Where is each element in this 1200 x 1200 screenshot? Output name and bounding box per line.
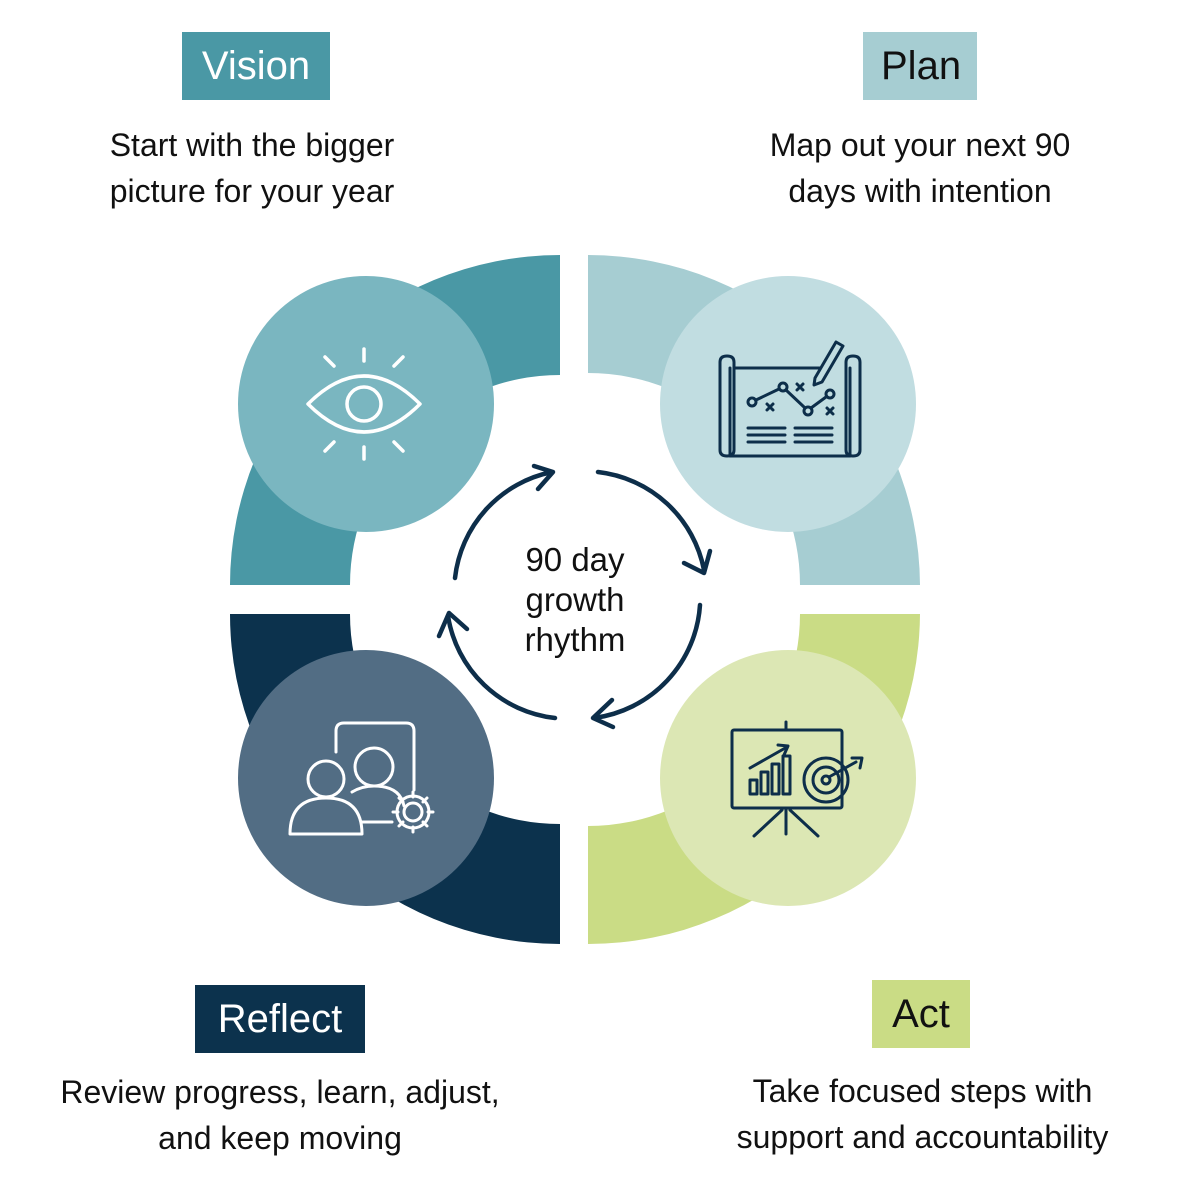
map-chart-icon	[718, 340, 862, 458]
reflect-circle	[238, 650, 494, 906]
plan-description-line1: Map out your next 90	[769, 127, 1071, 163]
center-line2: growth	[525, 581, 625, 618]
act-label: Act	[872, 980, 970, 1048]
plan-description: Map out your next 90 days with intention	[720, 122, 1120, 214]
team-gear-icon	[288, 721, 435, 836]
plan-circle	[660, 276, 916, 532]
act-circle	[660, 650, 916, 906]
vision-circle	[238, 276, 494, 532]
vision-description: Start with the bigger picture for your y…	[62, 122, 442, 214]
center-line1: 90 day	[525, 541, 625, 578]
plan-description-line2: days with intention	[788, 173, 1052, 209]
center-title: 90 day growth rhythm	[475, 540, 675, 660]
act-description-line2: support and accountability	[736, 1119, 1109, 1155]
vision-description-line1: Start with the bigger	[109, 127, 395, 163]
act-description: Take focused steps with support and acco…	[690, 1068, 1155, 1160]
reflect-description-line1: Review progress, learn, adjust,	[60, 1074, 500, 1110]
center-line3: rhythm	[524, 621, 626, 658]
reflect-description: Review progress, learn, adjust, and keep…	[20, 1069, 540, 1161]
vision-label: Vision	[182, 32, 330, 100]
reflect-label: Reflect	[195, 985, 365, 1053]
reflect-description-line2: and keep moving	[158, 1120, 402, 1156]
presentation-target-icon	[730, 720, 864, 838]
eye-icon	[306, 347, 422, 461]
plan-label: Plan	[863, 32, 977, 100]
act-description-line1: Take focused steps with	[752, 1073, 1093, 1109]
cycle-arrows-icon	[436, 463, 713, 730]
vision-description-line2: picture for your year	[109, 173, 395, 209]
